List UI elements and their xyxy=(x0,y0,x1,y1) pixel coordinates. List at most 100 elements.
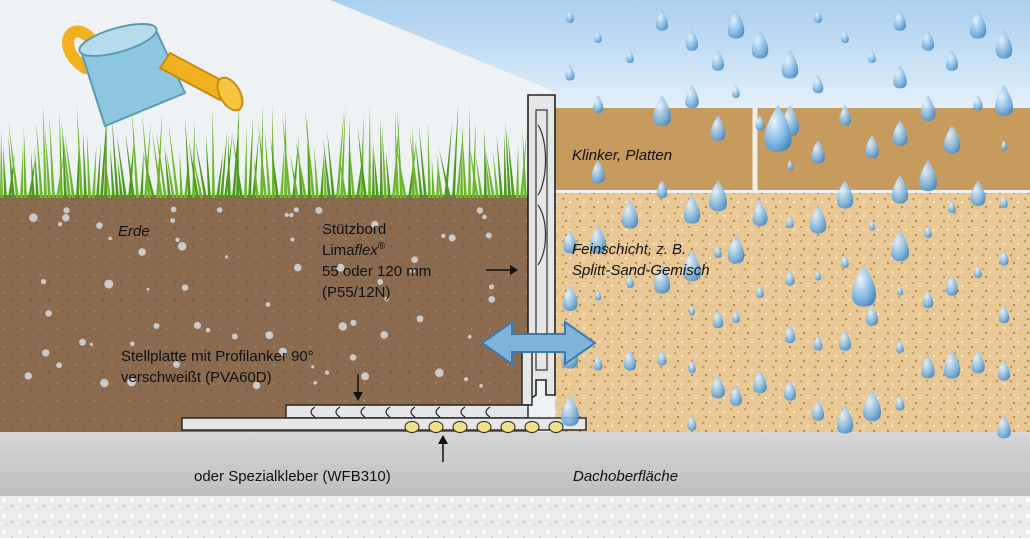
raindrop-icon xyxy=(809,205,827,234)
grass-blade xyxy=(320,151,325,198)
water-speck xyxy=(448,234,456,242)
grass xyxy=(0,103,527,198)
water-speck xyxy=(146,287,150,291)
water-speck xyxy=(252,381,261,390)
grass-blade xyxy=(415,141,423,198)
adhesive-beads xyxy=(404,421,564,433)
grass-blade xyxy=(439,148,451,198)
raindrop-icon xyxy=(1001,140,1007,151)
raindrop-icon xyxy=(683,250,701,282)
raindrops xyxy=(561,10,1013,439)
grass-blade xyxy=(409,132,419,198)
label-adhesive: oder Spezialkleber (WFB310) xyxy=(194,468,391,485)
raindrop-icon xyxy=(683,195,701,224)
water-speck xyxy=(170,206,177,213)
water-speck xyxy=(464,377,469,382)
grass-blade xyxy=(460,140,463,198)
label-plate-line2: verschweißt (PVA60D) xyxy=(121,369,272,386)
water-speck xyxy=(488,284,495,290)
water-speck xyxy=(371,220,379,229)
raindrop-icon xyxy=(813,335,823,351)
water-speck xyxy=(138,248,146,256)
raindrop-icon xyxy=(866,305,878,326)
water-speck xyxy=(488,296,496,303)
grass-blade xyxy=(368,105,371,198)
raindrop-icon xyxy=(589,225,607,254)
grass-blade xyxy=(76,105,83,198)
water-speck xyxy=(24,372,32,380)
grass-blade xyxy=(185,117,191,198)
grass-blade xyxy=(30,151,35,198)
grass-blade xyxy=(44,127,51,198)
raindrop-icon xyxy=(841,30,849,43)
raindrop-icon xyxy=(895,395,905,411)
raindrop-icon xyxy=(712,50,724,71)
water-speck xyxy=(104,279,114,289)
raindrop-icon xyxy=(624,350,636,371)
raindrop-icon xyxy=(653,265,671,294)
raindrop-icon xyxy=(995,85,1013,117)
raindrop-icon xyxy=(686,30,698,51)
water-speck xyxy=(476,207,484,214)
raindrop-icon xyxy=(998,305,1010,324)
raindrop-icon xyxy=(755,115,765,131)
water-speck xyxy=(485,232,492,239)
grass-blade xyxy=(111,117,119,198)
label-plate-line1: Stellplatte mit Profilanker 90° xyxy=(121,348,314,365)
water-speck xyxy=(293,207,299,213)
grass-blade xyxy=(336,109,345,198)
grass-blade xyxy=(82,130,87,198)
gravel-base xyxy=(0,496,1030,538)
raindrop-icon xyxy=(732,310,740,323)
water-speck xyxy=(205,327,211,333)
grass-blade xyxy=(116,133,127,198)
grass-blade xyxy=(86,133,91,198)
grass-blade xyxy=(289,153,299,198)
water-speck xyxy=(58,222,63,227)
grass-blade xyxy=(327,130,335,198)
water-speck xyxy=(153,323,160,329)
raindrop-icon xyxy=(712,310,724,329)
grass-blade xyxy=(395,144,407,198)
grass-blade xyxy=(380,117,383,198)
raindrop-icon xyxy=(752,200,768,226)
grass-blade xyxy=(92,144,97,198)
grass-blade xyxy=(56,153,64,198)
grass-blade xyxy=(179,152,183,198)
water-speck xyxy=(336,263,345,272)
grass-blade xyxy=(516,143,519,198)
raindrop-icon xyxy=(894,10,906,31)
water-speck xyxy=(29,213,38,222)
water-speck xyxy=(322,224,326,228)
label-border-line4: (P55/12N) xyxy=(322,284,390,301)
raindrop-icon xyxy=(781,50,799,79)
raindrop-icon xyxy=(653,95,671,127)
grass-blade xyxy=(475,154,483,198)
raindrop-icon xyxy=(971,350,985,374)
grass-blade xyxy=(110,146,115,198)
grass-blade xyxy=(504,132,507,198)
grass-blade xyxy=(64,133,75,198)
water-speck xyxy=(294,263,302,272)
grass-blade xyxy=(151,130,163,198)
grass-blade xyxy=(212,108,215,198)
grass-blade xyxy=(156,131,167,198)
grass-blade xyxy=(205,133,211,198)
raindrop-icon xyxy=(751,30,769,59)
grass-blade xyxy=(418,126,427,198)
raindrop-icon xyxy=(591,160,605,184)
raindrop-icon xyxy=(841,255,849,268)
raindrop-icon xyxy=(764,105,792,152)
grass-blade xyxy=(8,135,15,198)
grass-blade xyxy=(125,132,135,198)
raindrop-icon xyxy=(711,375,725,399)
raindrop-icon xyxy=(868,50,876,63)
label-bedding-line1: Feinschicht, z. B. xyxy=(572,241,686,258)
raindrop-icon xyxy=(974,265,982,278)
label-border-reg: ® xyxy=(378,241,386,252)
raindrop-icon xyxy=(812,75,824,94)
water-speck xyxy=(170,218,176,224)
grass-blade xyxy=(2,144,8,198)
grass-blade xyxy=(485,150,495,198)
